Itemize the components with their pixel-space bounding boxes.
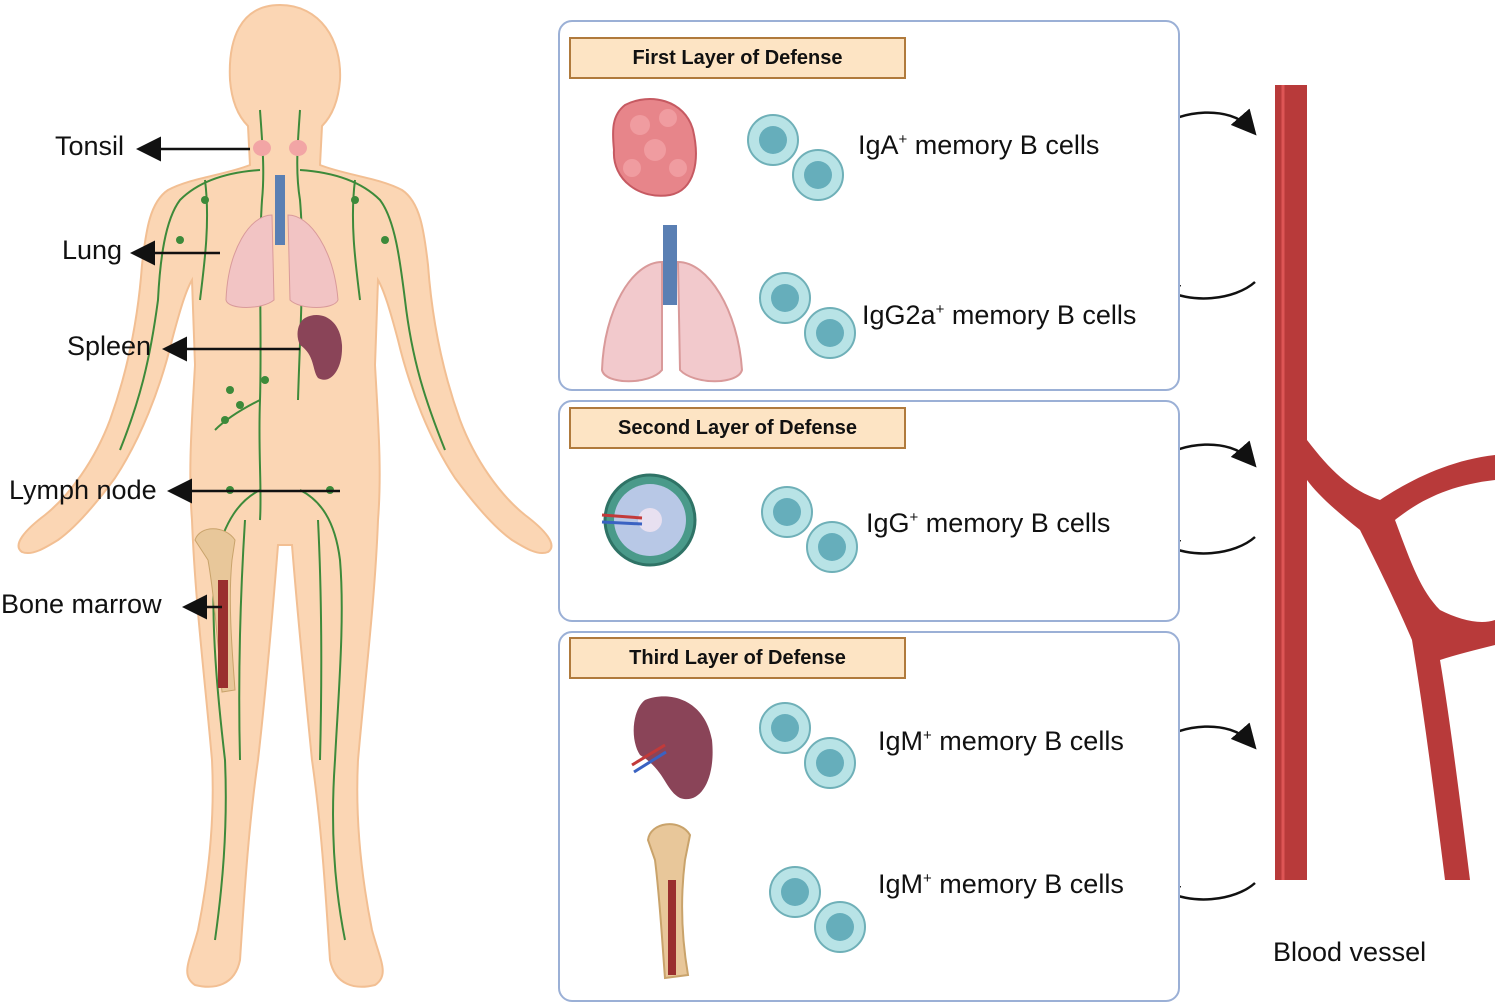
cell-label-igg-prefix: IgG	[866, 508, 910, 538]
cell-label-igg-suffix: memory B cells	[918, 508, 1111, 538]
label-tonsil: Tonsil	[55, 131, 125, 161]
cell-label-iga-sup: +	[898, 131, 908, 148]
body-tonsils	[253, 140, 307, 156]
cell-label-igm-spleen: IgM+ memory B cells	[878, 726, 1124, 757]
label-bone-marrow: Bone marrow	[1, 589, 162, 619]
label-spleen: Spleen	[67, 331, 152, 361]
lymphatic-system	[119, 109, 446, 941]
cell-label-iga: IgA+ memory B cells	[858, 130, 1099, 161]
label-blood-vessel: Blood vessel	[1273, 937, 1427, 967]
cell-label-igm-spleen-sup: +	[923, 727, 932, 744]
cell-label-igg2a-suffix: memory B cells	[944, 300, 1137, 330]
body-lungs	[225, 175, 339, 308]
cell-label-iga-prefix: IgA	[858, 130, 899, 160]
cell-label-igg2a-prefix: IgG2a	[862, 300, 936, 330]
label-lymph-node: Lymph node	[9, 475, 157, 505]
cell-label-igm-bone-prefix: IgM	[878, 869, 924, 899]
cell-label-igg: IgG+ memory B cells	[866, 508, 1110, 539]
cell-label-igg-sup: +	[909, 509, 919, 526]
panel-third-layer	[558, 631, 1180, 1002]
header-first-layer: First Layer of Defense	[569, 37, 906, 79]
cell-label-igg2a-sup: +	[935, 301, 945, 318]
cell-label-iga-suffix: memory B cells	[907, 130, 1100, 160]
body-label-arrows	[130, 136, 340, 620]
cell-label-igg2a: IgG2a+ memory B cells	[862, 300, 1136, 331]
header-third-layer: Third Layer of Defense	[569, 637, 906, 679]
blood-vessel	[1275, 85, 1495, 880]
label-lung: Lung	[62, 235, 123, 265]
cell-label-igm-bone: IgM+ memory B cells	[878, 869, 1124, 900]
cell-label-igm-bone-suffix: memory B cells	[931, 869, 1124, 899]
cell-label-igm-spleen-prefix: IgM	[878, 726, 924, 756]
body-spleen	[297, 315, 343, 380]
body-femur	[194, 528, 236, 693]
cell-label-igm-bone-sup: +	[923, 870, 932, 887]
cell-label-igm-spleen-suffix: memory B cells	[931, 726, 1124, 756]
header-second-layer: Second Layer of Defense	[569, 407, 906, 449]
